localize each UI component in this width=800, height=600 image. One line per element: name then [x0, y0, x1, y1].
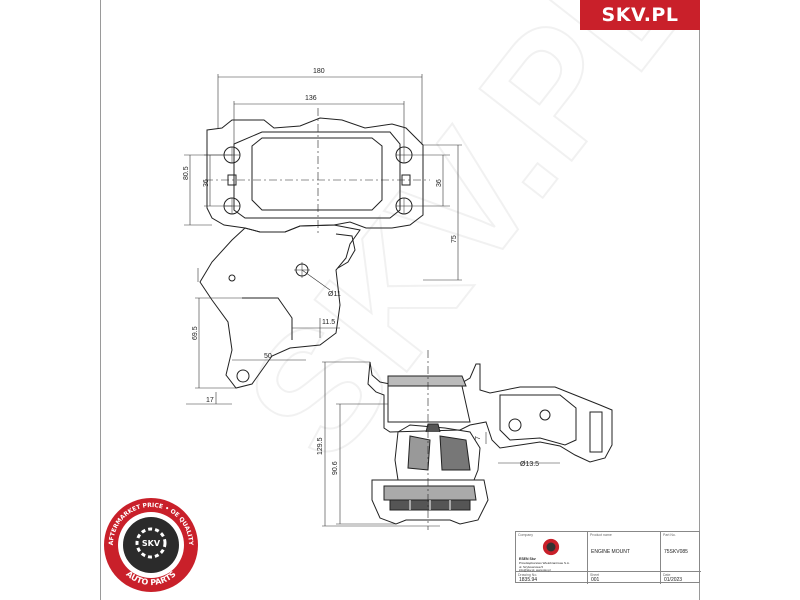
- dim-height-right: 75: [451, 235, 458, 243]
- dim-hole-spacing-right: 36: [436, 179, 443, 187]
- watermark-text: SKV.PL: [209, 0, 727, 493]
- watermark: SKV.PL: [208, 0, 728, 494]
- title-block: Company ESEN Skv Przedsiębiorstwo Wielob…: [515, 531, 701, 584]
- dim-hole-dia: Ø11: [328, 291, 341, 298]
- dim-width-holes: 136: [305, 95, 317, 102]
- dim-small-7: 7: [475, 436, 482, 440]
- tb-sheet-label: Sheet: [590, 573, 600, 577]
- tb-number-label: Part No.: [663, 533, 676, 537]
- dim-hole-spacing-left: 36: [203, 179, 210, 187]
- tb-product-name: ENGINE MOUNT: [591, 549, 630, 555]
- tb-product-cell: Product name ENGINE MOUNT: [588, 532, 661, 572]
- brand-badge[interactable]: SKV.PL: [580, 0, 700, 30]
- dim-width-overall: 180: [313, 68, 325, 75]
- dim-height-left: 80.5: [183, 166, 190, 180]
- tb-date-label: Date: [663, 573, 671, 577]
- dim-bracket-height: 69.5: [192, 326, 199, 340]
- dim-bracket-width: 50: [264, 353, 272, 360]
- tb-company-cell: Company ESEN Skv Przedsiębiorstwo Wielob…: [516, 532, 588, 572]
- dim-total-height: 129.5: [317, 437, 324, 455]
- tb-drawing-number: 1835.94: [519, 577, 538, 583]
- tb-number-cell: Part No. 75SKV085: [661, 532, 701, 572]
- tb-product-label: Product name: [590, 533, 612, 537]
- dim-offset-11-5: 11.5: [322, 319, 335, 326]
- dim-bracket-offset: 17: [206, 397, 214, 404]
- tb-company-address-3: info@skv.pl, www.skv.pl: [519, 568, 551, 572]
- dim-stud-dia: Ø13.5: [520, 461, 539, 468]
- tb-company-label: Company: [518, 533, 533, 537]
- tb-sheet-number: 001: [591, 577, 600, 583]
- tb-date-cell: Date 01/2023: [661, 572, 701, 584]
- dim-body-height: 90.6: [332, 461, 339, 475]
- company-logo-icon: [542, 538, 560, 556]
- tb-company-name: ESEN Skv: [519, 557, 536, 561]
- tb-company-address-1: Przedsiębiorstwo Wielobranżowe S.A.: [519, 561, 570, 565]
- top-view: [199, 108, 430, 389]
- tb-part-number: 75SKV085: [664, 549, 688, 555]
- tb-company-address-2: ul. Szybowcowa 5: [519, 565, 544, 569]
- tb-sheet-cell: Sheet 001: [588, 572, 661, 584]
- quality-seal: AFTERMARKET PRICE • OE QUALITY AUTO PART…: [104, 498, 198, 592]
- tb-drawing-label: Drawing No.: [518, 573, 538, 577]
- dimension-lines: [184, 74, 462, 405]
- side-view: [367, 350, 613, 530]
- seal-center-text: SKV: [142, 539, 161, 548]
- tb-date: 01/2023: [664, 577, 683, 583]
- dimension-labels: 180 136 80.5 36 36 75 Ø11 11.5 69.5 50 1…: [183, 68, 539, 475]
- side-dimension-lines: [322, 361, 560, 527]
- tb-drawing-cell: Drawing No. 1835.94: [516, 572, 588, 584]
